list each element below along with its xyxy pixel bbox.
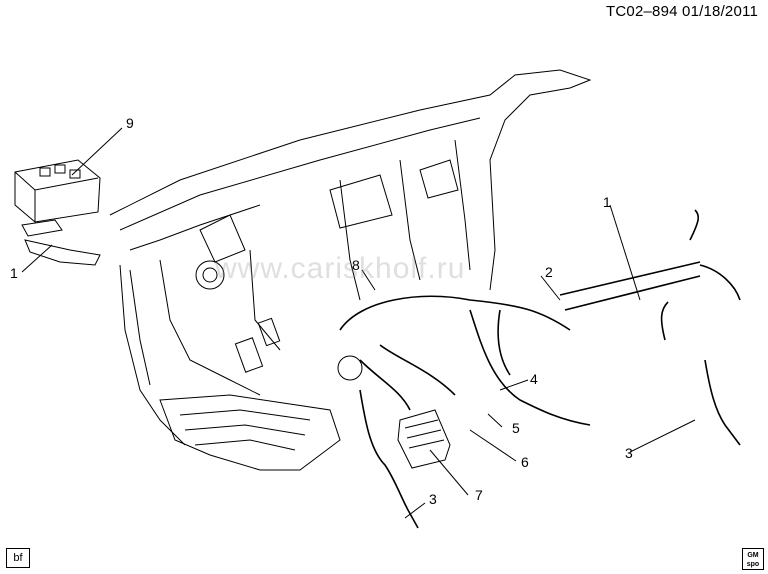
- callout-label: 8: [352, 257, 360, 273]
- leader-lines: [21, 127, 696, 519]
- vehicle-body-linework: [109, 69, 592, 471]
- callout-label: 9: [126, 115, 134, 131]
- reference-number: TC02–894 01/18/2011: [606, 3, 758, 20]
- gm-spo-logo: GM spo: [742, 548, 764, 570]
- callout-label: 2: [545, 264, 553, 280]
- callout-label: 1: [10, 265, 18, 281]
- fuse-block-part: [14, 159, 101, 223]
- wiring-harness-linework: [339, 209, 741, 529]
- callout-label: 3: [625, 445, 633, 461]
- ecm-module-part: [397, 409, 451, 469]
- callout-label: 5: [512, 420, 520, 436]
- callout-label: 1: [603, 194, 611, 210]
- logo-line-2: spo: [746, 561, 760, 568]
- callout-label: 4: [530, 371, 538, 387]
- footer-tag: bf: [6, 548, 30, 568]
- callout-label: 7: [475, 487, 483, 503]
- callout-label: 6: [521, 454, 529, 470]
- logo-line-1: GM: [747, 552, 759, 559]
- callout-numbers: 9 1 8 2 1 4 5 6 3 7 3: [10, 115, 633, 507]
- callout-label: 3: [429, 491, 437, 507]
- watermark: www.cariskholf.ru: [215, 252, 466, 285]
- left-harness-part: [21, 219, 101, 266]
